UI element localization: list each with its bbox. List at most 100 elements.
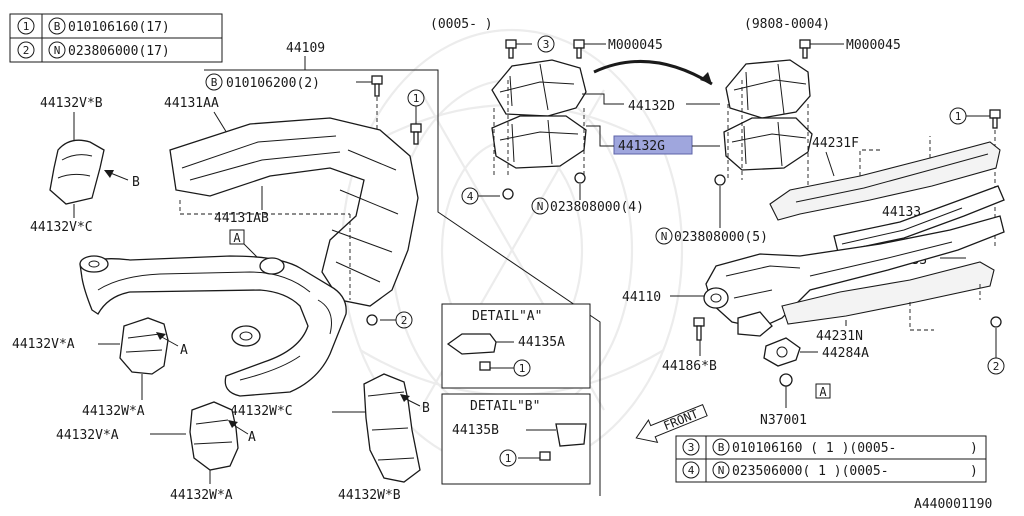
table-row: 2 N 023806000(17) <box>17 41 170 59</box>
nut-callout-4: N 023808000(4) <box>531 172 644 215</box>
detail-b-box: DETAIL"B" 44135B 1 <box>441 393 591 485</box>
pipe-44133-lower <box>703 215 1005 337</box>
bolt-icon <box>371 75 383 97</box>
label-44132WB: 44132W*B <box>338 488 401 503</box>
callout-2: 2 <box>401 314 408 327</box>
bottom-right-table: 3 B 010106160 ( 1 )(0005- ) 4 N 02350600… <box>675 435 987 483</box>
callout-3: 3 <box>543 38 550 51</box>
label-M000045-b: M000045 <box>846 38 901 53</box>
detail-a-marker <box>229 229 245 245</box>
label-N37001: N37001 <box>760 413 807 428</box>
svg-text:N: N <box>661 230 668 243</box>
label-44133-a: 44133 <box>882 205 921 220</box>
highlight-44132G[interactable] <box>613 135 693 155</box>
svg-text:A: A <box>819 385 827 399</box>
heat-shield-44231F <box>769 136 1001 221</box>
label-44131AB: 44131AB <box>214 211 269 226</box>
nut-icon <box>366 314 378 326</box>
cover-44132VB <box>49 139 105 205</box>
nut-icon <box>502 188 514 200</box>
cover-44132WB <box>363 373 421 483</box>
label-44135A: 44135A <box>518 335 565 350</box>
label-N023808000-5: 023808000(5) <box>674 230 768 245</box>
date-range-2: (9808-0004) <box>744 17 830 32</box>
nut-callout-5: N 023808000(5) <box>655 227 768 245</box>
row-number: 2 <box>23 44 30 57</box>
arrow-label-B: B <box>132 175 140 190</box>
bolt-icon <box>799 39 811 59</box>
fastener-code: B <box>54 20 61 33</box>
bolt-icon <box>693 317 705 341</box>
row-number: 4 <box>688 464 695 477</box>
callout-1: 1 <box>413 92 420 105</box>
part-number: 023806000(17) <box>68 44 170 59</box>
label-N023808000-4: 023808000(4) <box>550 200 644 215</box>
svg-text:B: B <box>211 76 218 89</box>
label-44132VC: 44132V*C <box>30 220 93 235</box>
range-close: ) <box>970 464 978 479</box>
svg-text:N: N <box>537 200 544 213</box>
nut-icon <box>779 373 793 387</box>
label-44131AA: 44131AA <box>164 96 219 111</box>
bolt-icon <box>989 109 1001 129</box>
label-44132G[interactable]: 44132G <box>618 139 665 154</box>
table-row: 4 N 023506000( 1 )(0005- ) <box>682 461 978 479</box>
cover-44132VA-1 <box>119 317 169 375</box>
label-44132WC: 44132W*C <box>230 404 293 419</box>
gasket-44284A <box>763 337 801 367</box>
top-left-table: 1 B 010106160(17) 2 N 023806000(17) <box>9 13 223 63</box>
svg-text:1: 1 <box>519 362 526 375</box>
cover-44132VA-2 <box>189 401 239 471</box>
detail-b-title: DETAIL"B" <box>470 399 540 414</box>
fastener-code: N <box>54 44 61 57</box>
label-44132VB: 44132V*B <box>40 96 103 111</box>
svg-text:FRONT: FRONT <box>661 407 700 434</box>
table-row: 1 B 010106160(17) <box>17 17 170 35</box>
exhaust-pipe-left <box>79 255 347 397</box>
fastener-code: N <box>718 464 725 477</box>
fastener-code: B <box>718 441 725 454</box>
label-44132VA-1: 44132V*A <box>12 337 75 352</box>
svg-text:1: 1 <box>505 452 512 465</box>
label-44186B: 44186*B <box>662 359 717 374</box>
part-number: 023506000( 1 )(0005- <box>732 464 889 479</box>
catalyst-cover-right <box>723 59 813 186</box>
diagram-reference: A440001190 <box>914 497 992 512</box>
callout-2-right: 2 <box>993 360 1000 373</box>
label-44231F: 44231F <box>812 136 859 151</box>
label-44132VA-2: 44132V*A <box>56 428 119 443</box>
nut-icon <box>714 174 726 186</box>
callout-4: 4 <box>467 190 474 203</box>
part-number: 010106160 ( 1 )(0005- <box>732 441 896 456</box>
label-44231N: 44231N <box>816 329 863 344</box>
label-44109: 44109 <box>286 41 325 56</box>
part-number: 010106160(17) <box>68 20 170 35</box>
detail-a-box: DETAIL"A" 44135A 1 <box>441 303 591 389</box>
arrow-label-A1: A <box>180 343 188 358</box>
label-44132WA-1: 44132W*A <box>82 404 145 419</box>
label-M000045-a: M000045 <box>608 38 663 53</box>
bolt-callout-top: B 010106200(2) <box>205 73 378 130</box>
table-row: 3 B 010106160 ( 1 )(0005- ) <box>682 438 978 456</box>
label-44110: 44110 <box>622 290 661 305</box>
nut-icon <box>990 316 1002 328</box>
row-number: 3 <box>688 441 695 454</box>
range-close: ) <box>970 441 978 456</box>
bolt-icon <box>505 39 517 59</box>
arrow-label-B2: B <box>422 401 430 416</box>
label-44132D: 44132D <box>628 99 675 114</box>
bolt-icon <box>410 123 422 145</box>
arrow-label-A2: A <box>248 430 256 445</box>
callout-1-right: 1 <box>955 110 962 123</box>
label-44135B: 44135B <box>452 423 499 438</box>
catalyst-cover-left <box>491 59 587 180</box>
heat-shield-44231N <box>781 261 995 331</box>
label-bolt-top: 010106200(2) <box>226 76 320 91</box>
label-44284A: 44284A <box>822 346 869 361</box>
detail-a-title: DETAIL"A" <box>472 309 542 324</box>
svg-text:A: A <box>233 231 241 245</box>
label-44132WA-2: 44132W*A <box>170 488 233 503</box>
row-number: 1 <box>23 20 30 33</box>
